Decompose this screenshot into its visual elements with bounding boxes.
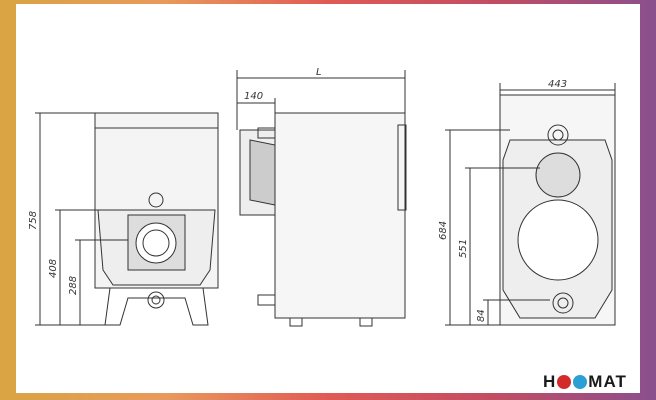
rear-view — [445, 83, 616, 326]
brand-logo: H MAT — [543, 372, 627, 392]
dim-758: 758 — [28, 211, 39, 230]
snowflake-icon — [573, 375, 588, 389]
logo-text-right: MAT — [588, 372, 627, 391]
side-view — [236, 70, 407, 327]
dim-84: 84 — [476, 309, 487, 322]
dim-551: 551 — [458, 239, 469, 258]
dim-684: 684 — [438, 221, 449, 240]
dim-288: 288 — [68, 276, 79, 295]
dim-140: 140 — [244, 91, 263, 102]
dim-408: 408 — [48, 259, 59, 278]
front-view — [35, 112, 219, 326]
logo-text-left: H — [543, 372, 557, 391]
dim-L: L — [316, 67, 322, 78]
dim-443: 443 — [548, 79, 567, 90]
fire-icon — [557, 375, 572, 389]
